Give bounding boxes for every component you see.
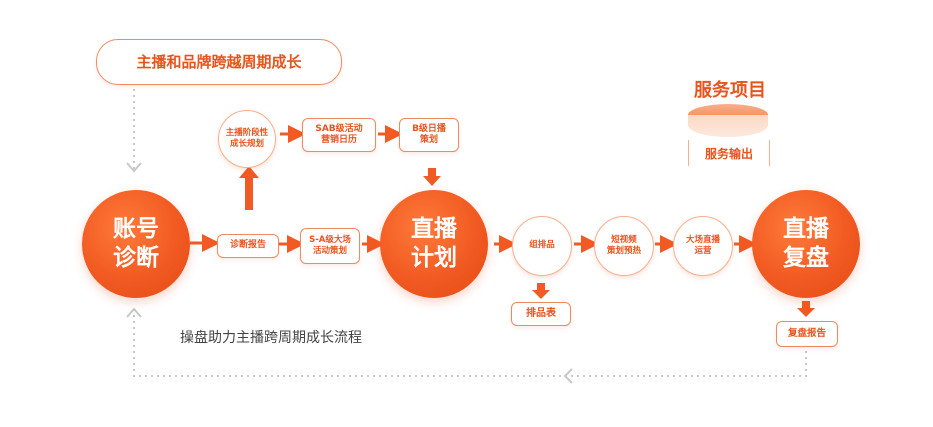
box-sab-calendar-label: SAB级活动 营销日历 <box>315 123 363 145</box>
box-b-daily-plan-label: B级日播 策划 <box>412 123 446 145</box>
box-review-report-label: 复盘报告 <box>787 328 826 340</box>
node-live-plan-label: 直播 计划 <box>411 216 457 271</box>
node-live-review: 直播 复盘 <box>752 190 860 298</box>
node-anchor-stage-plan: 主播阶段性 成长规划 <box>218 110 276 168</box>
box-review-report: 复盘报告 <box>776 321 838 347</box>
bottom-loop-arrowhead-up <box>126 307 142 318</box>
legend-title: 服务项目 <box>694 80 766 101</box>
top-label-text: 主播和品牌跨越周期成长 <box>136 52 302 71</box>
node-short-video-label: 短视频 策划预热 <box>606 234 641 256</box>
legend-cylinder <box>688 115 768 137</box>
flow-caption: 操盘助力主播跨周期成长流程 <box>180 330 362 346</box>
box-diagnosis-report-label: 诊断报告 <box>229 240 266 251</box>
node-account-diagnosis: 账号 诊断 <box>82 190 190 298</box>
arrow-report-up-to-anchor <box>239 166 259 210</box>
bottom-loop-arrowhead-left <box>563 368 573 384</box>
arrow-review-to-report <box>797 301 815 317</box>
node-account-diagnosis-label: 账号 诊断 <box>113 216 159 271</box>
box-product-table: 排品表 <box>511 302 571 326</box>
node-short-video: 短视频 策划预热 <box>594 216 654 276</box>
legend-box: 服务输出 <box>688 140 770 166</box>
node-live-review-label: 直播 复盘 <box>783 216 829 271</box>
top-label-box: 主播和品牌跨越周期成长 <box>96 39 342 85</box>
legend-subtitle: 服务输出 <box>704 146 753 161</box>
node-big-live-ops-label: 大场直播 运营 <box>685 234 720 256</box>
box-b-daily-plan: B级日播 策划 <box>399 118 459 152</box>
bottom-dotted-loop <box>133 310 807 377</box>
node-live-plan: 直播 计划 <box>380 190 488 298</box>
arrow-b-to-plan <box>423 168 441 186</box>
arrow-group-to-table <box>532 283 550 299</box>
box-diagnosis-report: 诊断报告 <box>217 234 279 258</box>
node-anchor-stage-plan-label: 主播阶段性 成长规划 <box>225 127 269 149</box>
box-product-table-label: 排品表 <box>526 307 556 319</box>
top-dotted-arrowhead <box>126 162 142 173</box>
node-group-products: 组排品 <box>512 216 572 276</box>
box-sa-event-plan: S-A级大场 活动策划 <box>300 228 360 264</box>
node-big-live-ops: 大场直播 运营 <box>673 216 733 276</box>
box-sab-calendar: SAB级活动 营销日历 <box>302 118 376 152</box>
node-group-products-label: 组排品 <box>529 240 555 251</box>
box-sa-event-plan-label: S-A级大场 活动策划 <box>309 235 351 256</box>
